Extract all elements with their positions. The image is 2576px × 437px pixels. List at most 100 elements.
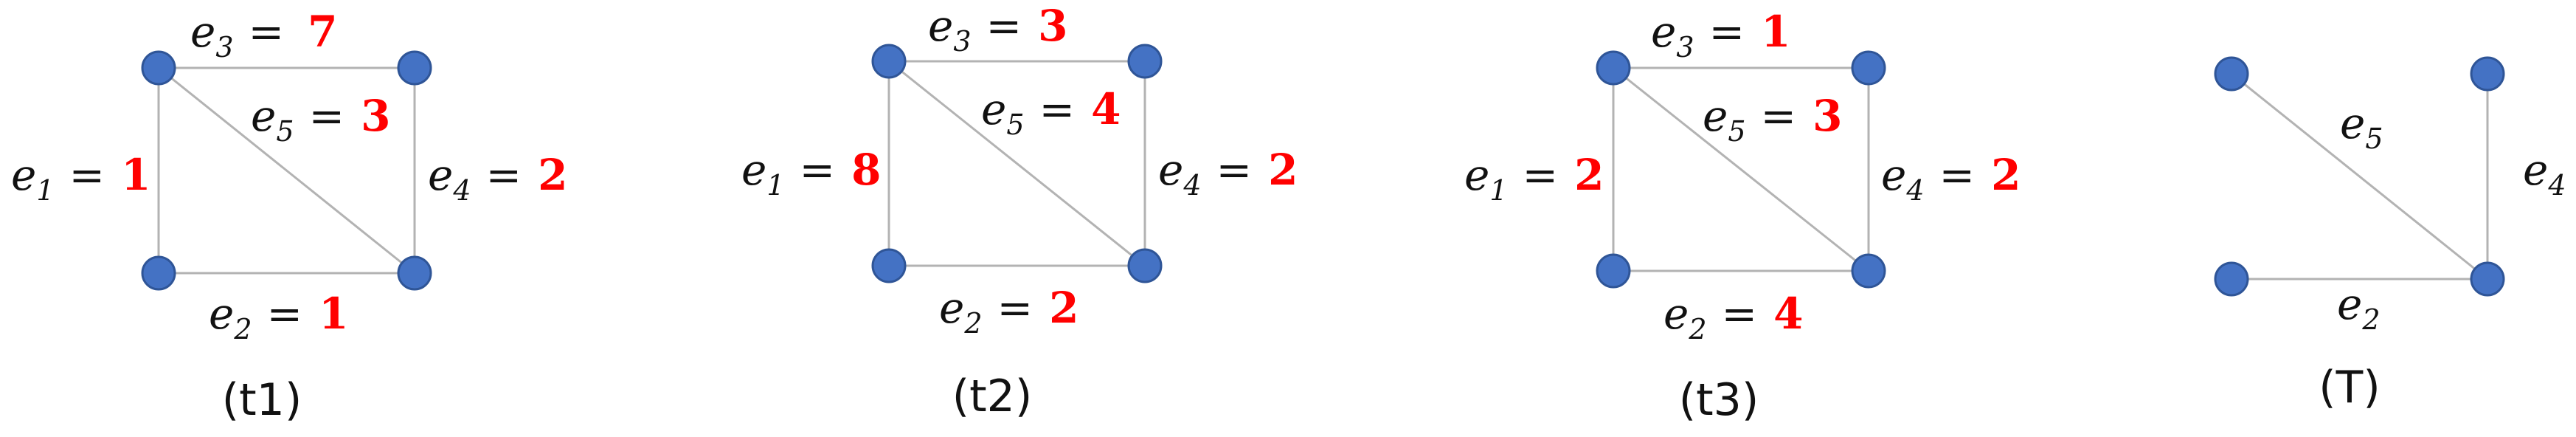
edge-label-e2: e2 = 4 [1663,289,1803,345]
edge-label-e1: e1 = 8 [741,145,881,202]
edge-weight: 3 [361,91,390,141]
edge-e5 [1613,66,1869,272]
edge-weight: 1 [319,289,348,339]
edge-label-name: e [1158,145,1183,195]
equals-sign: = [1709,7,1745,57]
edge-label-name: e [2340,98,2365,148]
edge-label-subscript: 3 [215,31,233,63]
edge-weight: 2 [538,150,567,200]
edge-label-e2: e2 [2337,279,2381,336]
edge-label-e3: e3 = 1 [1651,7,1790,63]
edge-label-subscript: 5 [1728,115,1745,148]
edge-label-subscript: 2 [1688,313,1706,345]
edge-label-e5: e5 = 3 [1703,91,1842,148]
edge-label-name: e [209,289,234,339]
panel-t2: e3=3 e1=8 e5=4 e4=2 e2=2 (t2) [741,1,1298,422]
edge-label-name: e [741,145,766,195]
edge-label-subscript: 1 [766,169,784,202]
equals-sign: = [1939,150,1976,200]
edge-label-subscript: 5 [2365,123,2383,155]
edge-e5 [888,60,1146,267]
edge-label-name: e [928,1,953,51]
equals-sign: = [1216,145,1253,195]
edge-label-name: e [981,84,1006,134]
edge-label-e4: e4=2 [428,150,567,207]
edge-weight: 4 [1773,289,1803,339]
panel-caption: (t2) [952,371,1033,422]
equals-sign: = [69,150,105,200]
panel-caption: (t3) [1679,374,1759,426]
edge-label-subscript: 1 [36,174,54,207]
panel-t1: e3=7 e1=1 e5=3 e4=2 e2=1 (t1) [11,7,567,426]
edge-label-subscript: 3 [1676,31,1694,63]
edge-label-subscript: 4 [2547,169,2566,202]
edge-weight: 1 [121,150,150,200]
node [1127,248,1163,283]
panel-caption: (t1) [222,374,302,426]
panel-caption: (T) [2319,362,2380,413]
edge-label-e5: e5=4 [981,84,1121,141]
edge-weight: 2 [1268,145,1298,195]
edge-label-name: e [939,283,964,333]
edge-weight: 1 [1761,7,1790,57]
edge-label-subscript: 5 [276,115,294,148]
node [1596,253,1631,289]
edge-label-subscript: 2 [233,313,252,345]
equals-sign: = [997,283,1033,333]
edge-label-name: e [2523,145,2548,195]
node [871,248,907,283]
node [2214,261,2249,297]
edge-e5 [158,66,415,275]
edge-label-name: e [1663,289,1689,339]
edge-weight: 7 [308,7,337,57]
node [2470,56,2505,92]
edge-label-e4: e4=2 [1881,150,2021,207]
edge-label-name: e [11,150,36,200]
equals-sign: = [1761,91,1797,141]
edge-weight: 2 [1574,150,1604,200]
edge-label-subscript: 2 [963,307,982,340]
node [1851,253,1886,289]
edge-e5 [2231,72,2488,281]
edge-label-subscript: 4 [452,174,471,207]
panel-t3: e3=1 e1=2 e5=3 e4=2 e2=4 (t3) [1464,7,2021,426]
edge-weight: 4 [1091,84,1121,134]
equals-sign: = [800,145,836,195]
node [2470,261,2505,297]
equals-sign: = [1722,289,1758,339]
edge-weight: 2 [1049,283,1078,333]
edge-label-e5: e5 [2340,98,2383,155]
node [1127,44,1163,79]
edge-label-e5: e5 = 3 [251,91,390,148]
edge-label-subscript: 5 [1006,109,1024,141]
edge-label-e4: e4 [2523,145,2566,202]
equals-sign: = [267,289,303,339]
edge-weight: 8 [851,145,881,195]
node [141,50,176,86]
node [1851,50,1886,86]
edge-label-name: e [1703,91,1728,141]
equals-sign: = [309,91,345,141]
node [2214,56,2249,92]
node [871,44,907,79]
edge-label-subscript: 4 [1183,169,1201,202]
panel-T: e5 e4 e2 (T) [2214,56,2566,413]
edge-label-e3: e3=3 [928,1,1067,58]
edge-label-name: e [251,91,276,141]
edge-label-e2: e2 = 1 [209,289,348,345]
edge-label-subscript: 1 [1489,174,1507,207]
edge-label-name: e [2337,279,2362,329]
edge-label-subscript: 4 [1905,174,1924,207]
edge-label-name: e [190,7,215,57]
node [397,50,432,86]
edge-label-name: e [428,150,453,200]
edge-label-name: e [1464,150,1489,200]
edge-label-name: e [1651,7,1676,57]
edge-label-subscript: 2 [2361,303,2380,336]
edge-weight: 3 [1812,91,1842,141]
edge-label-e4: e4 = 2 [1158,145,1298,202]
node [397,255,432,291]
edge-label-e3: e3 = 7 [190,7,337,63]
equals-sign: = [249,7,285,57]
